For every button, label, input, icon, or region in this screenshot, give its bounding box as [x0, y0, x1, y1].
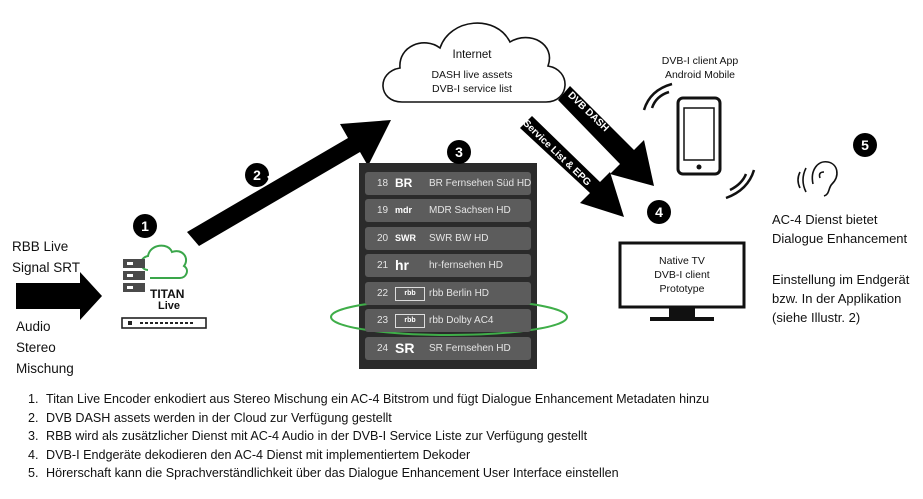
- channel-row: 19 mdr MDR Sachsen HD: [365, 199, 531, 222]
- channel-row: 20 SWR SWR BW HD: [365, 227, 531, 250]
- step-badge-4: 4: [647, 200, 671, 224]
- arrow-dvb-dash-upload: [187, 120, 391, 246]
- step-badge-1: 1: [133, 214, 157, 238]
- step-badge-2: 2: [245, 163, 269, 187]
- channel-name: SR Fernsehen HD: [429, 343, 511, 354]
- tv-label-line: Native TV: [659, 255, 705, 267]
- step-item: Hörerschaft kann die Sprachverständlichk…: [42, 464, 709, 483]
- cloud-line: DASH live assets: [431, 69, 513, 81]
- cloud-title: Internet: [452, 49, 492, 61]
- channel-logo: SWR: [395, 233, 416, 243]
- tv-label-line: DVB-I client: [654, 269, 710, 281]
- cloud-line: DVB-I service list: [432, 83, 512, 95]
- tv-icon: [618, 241, 746, 321]
- step-item: DVB-I Endgeräte dekodieren den AC-4 Dien…: [42, 446, 709, 465]
- channel-number: 19: [377, 205, 389, 216]
- signal-waves-icon: [642, 82, 756, 200]
- arrow-dvb-dash-mobile: [558, 86, 654, 186]
- channel-row: 23 rbb rbb Dolby AC4: [365, 309, 531, 332]
- mobile-label: DVB-I client App Android Mobile: [650, 54, 750, 82]
- mobile-label-line: DVB-I client App: [661, 55, 739, 67]
- audio-line: Mischung: [16, 361, 74, 376]
- step-item: RBB wird als zusätzlicher Dienst mit AC-…: [42, 427, 709, 446]
- mobile-label-line: Android Mobile: [664, 69, 736, 81]
- mobile-phone-icon: [676, 96, 722, 176]
- audio-line: Audio: [16, 319, 51, 334]
- step-item: DVB DASH assets werden in der Cloud zur …: [42, 409, 709, 428]
- cloud-shape: [382, 22, 566, 103]
- channel-number: 23: [377, 315, 389, 326]
- ac4-label: AC-4 Dienst bietet Dialogue Enhancement: [772, 210, 907, 248]
- encoder-logo-subtext: Live: [158, 300, 181, 312]
- channel-name: BR Fernsehen Süd HD: [429, 178, 532, 189]
- channel-number: 21: [377, 260, 389, 271]
- input-arrow: [16, 272, 102, 320]
- channel-row: 22 rbb rbb Berlin HD: [365, 282, 531, 305]
- channel-number: 24: [377, 343, 389, 354]
- channel-logo: mdr: [395, 205, 413, 215]
- setting-label-line: Einstellung im Endgerät: [772, 272, 910, 287]
- setting-label-line: bzw. In der Applikation: [772, 291, 902, 306]
- channel-number: 22: [377, 288, 389, 299]
- channel-number: 20: [377, 233, 389, 244]
- channel-logo: rbb: [395, 287, 425, 301]
- audio-label: Audio Stereo Mischung: [16, 316, 74, 379]
- channel-name: rbb Dolby AC4: [429, 315, 494, 326]
- audio-line: Stereo: [16, 340, 56, 355]
- source-label: RBB Live Signal SRT: [12, 236, 80, 278]
- step-badge-5: 5: [853, 133, 877, 157]
- channel-row: 21 hr hr-fernsehen HD: [365, 254, 531, 277]
- tv-label-line: Prototype: [659, 283, 705, 295]
- channel-name: SWR BW HD: [429, 233, 489, 244]
- channel-name: hr-fernsehen HD: [429, 260, 503, 271]
- arrow-service-list: [520, 116, 624, 217]
- source-line: Signal SRT: [12, 260, 81, 275]
- step-badge-3: 3: [447, 140, 471, 164]
- channel-name: MDR Sachsen HD: [429, 205, 511, 216]
- ac4-label-line: AC-4 Dienst bietet: [772, 212, 878, 227]
- encoder-server-icon: [121, 244, 207, 329]
- channel-logo: BR: [395, 176, 413, 190]
- setting-label-line: (siehe Illustr. 2): [772, 310, 861, 325]
- channel-logo: SR: [395, 340, 415, 356]
- ear-icon: [797, 160, 838, 197]
- channel-number: 18: [377, 178, 389, 189]
- ac4-label-line: Dialogue Enhancement: [772, 231, 908, 246]
- encoder-logo-text: TITAN: [150, 287, 185, 301]
- tv-label: Native TV DVB-I client Prototype: [624, 254, 740, 296]
- channel-name: rbb Berlin HD: [429, 288, 490, 299]
- step-item: Titan Live Encoder enkodiert aus Stereo …: [42, 390, 709, 409]
- channel-logo: rbb: [395, 314, 425, 328]
- channel-row: 18 BR BR Fernsehen Süd HD: [365, 172, 531, 195]
- setting-label: Einstellung im Endgerät bzw. In der Appl…: [772, 270, 909, 327]
- steps-list: Titan Live Encoder enkodiert aus Stereo …: [24, 390, 709, 483]
- source-line: RBB Live: [12, 239, 69, 254]
- channel-logo: hr: [395, 257, 409, 273]
- channel-row: 24 SR SR Fernsehen HD: [365, 337, 531, 360]
